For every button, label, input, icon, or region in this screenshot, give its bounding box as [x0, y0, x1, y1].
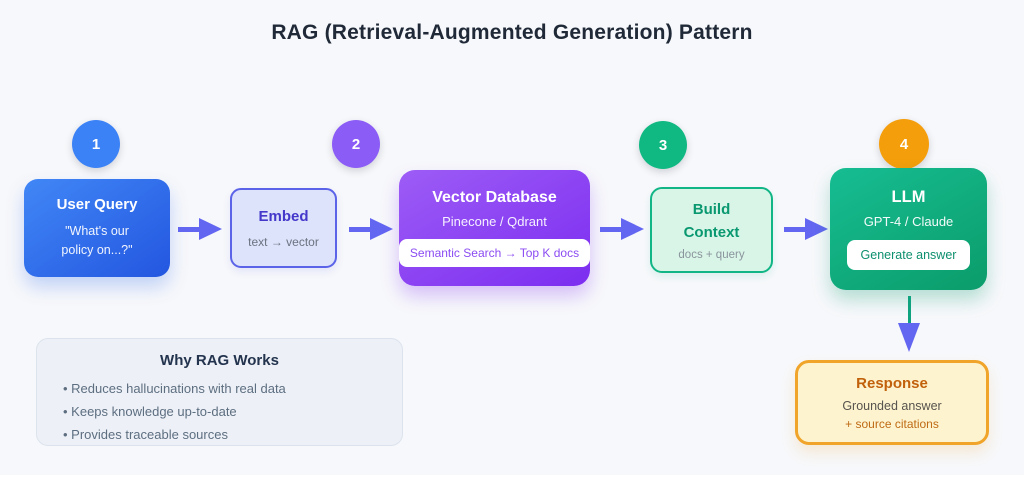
node-user-query: User Query "What's our policy on...?": [24, 179, 170, 277]
list-item: • Provides traceable sources: [63, 427, 228, 442]
step-1-badge: 1: [72, 120, 120, 168]
node-llm: LLM GPT-4 / Claude Generate answer: [830, 168, 987, 290]
arrow-right-icon: [178, 218, 222, 240]
page-title: RAG (Retrieval-Augmented Generation) Pat…: [271, 21, 753, 44]
arrow-head: [199, 218, 222, 240]
user-query-subtitle: "What's our policy on...?": [61, 223, 133, 257]
embed-title: Embed: [258, 207, 309, 225]
arrow-down-icon: [897, 296, 921, 352]
response-subtitle: Grounded answer: [842, 398, 942, 413]
arrow-head: [370, 218, 393, 240]
step-4-number: 4: [899, 135, 909, 153]
why-rag-works-panel: Why RAG Works • Reduces hallucinations w…: [36, 338, 403, 446]
arrow-right-icon: [349, 218, 393, 240]
arrow-stem: [784, 226, 805, 232]
arrow-stem: [907, 296, 911, 323]
why-rag-works-list: • Reduces hallucinations with real data …: [37, 381, 402, 442]
bottom-strip: [0, 475, 1024, 482]
semantic-search-badge: Semantic Search → Top K docs: [398, 239, 591, 267]
arrow-head: [898, 323, 920, 352]
list-item: • Keeps knowledge up-to-date: [63, 404, 237, 419]
response-title: Response: [856, 374, 928, 392]
generate-answer-badge: Generate answer: [846, 240, 971, 270]
llm-title: LLM: [891, 188, 926, 206]
user-query-title: User Query: [56, 195, 138, 213]
arrow-right-icon: [600, 218, 644, 240]
embed-subtitle: text → vector: [248, 234, 319, 249]
build-context-title: Build Context: [683, 201, 740, 241]
step-3-number: 3: [658, 136, 668, 154]
why-rag-works-title: Why RAG Works: [160, 352, 279, 369]
node-response: Response Grounded answer + source citati…: [795, 360, 989, 445]
arrow-head: [805, 218, 828, 240]
list-item: • Reduces hallucinations with real data: [63, 381, 286, 396]
arrow-head: [621, 218, 644, 240]
step-3-badge: 3: [639, 121, 687, 169]
arrow-stem: [600, 226, 621, 232]
llm-subtitle: GPT-4 / Claude: [863, 214, 954, 229]
node-embed: Embed text → vector: [230, 188, 337, 268]
arrow-stem: [178, 226, 199, 232]
node-vector-database: Vector Database Pinecone / Qdrant Semant…: [398, 170, 591, 286]
vector-database-subtitle: Pinecone / Qdrant: [442, 214, 547, 229]
vector-database-title: Vector Database: [432, 189, 557, 206]
build-context-subtitle: docs + query: [678, 249, 745, 261]
arrow-right-icon: [784, 218, 828, 240]
arrow-stem: [349, 226, 370, 232]
step-4-badge: 4: [879, 119, 929, 169]
node-build-context: Build Context docs + query: [650, 187, 773, 273]
step-2-badge: 2: [332, 120, 380, 168]
step-1-number: 1: [91, 135, 101, 153]
response-citations: + source citations: [845, 416, 939, 431]
step-2-number: 2: [351, 135, 361, 153]
